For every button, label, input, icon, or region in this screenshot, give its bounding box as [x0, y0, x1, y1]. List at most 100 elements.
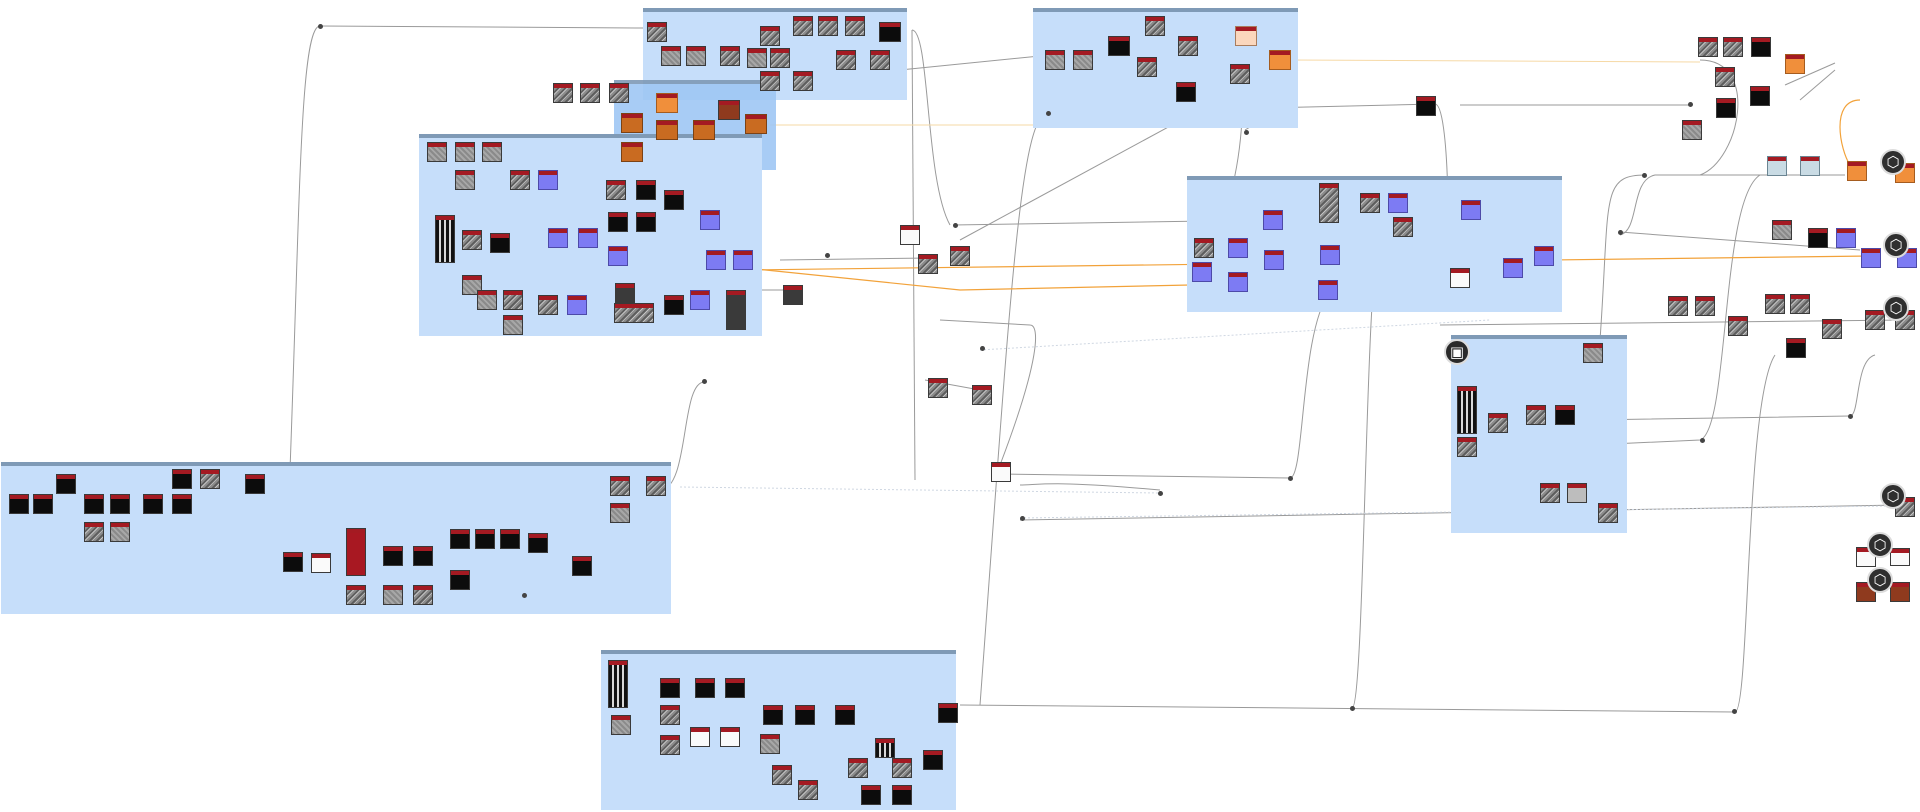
graph-node[interactable] [608, 246, 628, 266]
graph-node[interactable] [870, 50, 890, 70]
graph-node[interactable] [793, 16, 813, 36]
graph-node[interactable] [572, 556, 592, 576]
graph-node[interactable] [1235, 26, 1257, 46]
graph-node[interactable] [1861, 248, 1881, 268]
graph-node[interactable] [1716, 98, 1736, 118]
graph-node[interactable] [538, 170, 558, 190]
graph-node[interactable] [611, 715, 631, 735]
graph-node[interactable] [1045, 50, 1065, 70]
graph-node[interactable] [1865, 310, 1885, 330]
graph-node[interactable] [1360, 193, 1380, 213]
graph-node[interactable] [455, 170, 475, 190]
graph-node[interactable] [1416, 96, 1436, 116]
graph-node[interactable] [1318, 280, 1338, 300]
graph-node[interactable] [745, 114, 767, 134]
graph-node[interactable] [1567, 483, 1587, 503]
graph-node[interactable] [763, 705, 783, 725]
graph-node[interactable] [1723, 37, 1743, 57]
reroute-dot[interactable] [1288, 476, 1293, 481]
cube-icon[interactable]: ⬡ [1883, 232, 1909, 258]
graph-node[interactable] [500, 529, 520, 549]
reroute-dot[interactable] [1618, 230, 1623, 235]
graph-node[interactable] [1137, 57, 1157, 77]
graph-node[interactable] [1264, 250, 1284, 270]
graph-node[interactable] [614, 303, 654, 323]
graph-node[interactable] [1767, 156, 1787, 176]
graph-node[interactable] [1320, 245, 1340, 265]
graph-node[interactable] [567, 295, 587, 315]
graph-node[interactable] [110, 494, 130, 514]
graph-node[interactable] [1540, 483, 1560, 503]
graph-node[interactable] [455, 142, 475, 162]
graph-node[interactable] [875, 738, 895, 758]
cube-icon[interactable]: ⬡ [1880, 149, 1906, 175]
graph-node[interactable] [772, 765, 792, 785]
graph-node[interactable] [1450, 268, 1470, 288]
graph-node[interactable] [477, 290, 497, 310]
graph-node[interactable] [553, 83, 573, 103]
graph-node[interactable] [647, 22, 667, 42]
graph-node[interactable] [793, 71, 813, 91]
graph-node[interactable] [621, 142, 643, 162]
reroute-dot[interactable] [1848, 414, 1853, 419]
graph-node[interactable] [1503, 258, 1523, 278]
graph-node[interactable] [56, 474, 76, 494]
graph-node[interactable] [835, 705, 855, 725]
graph-node[interactable] [636, 212, 656, 232]
graph-node[interactable] [760, 26, 780, 46]
graph-node[interactable] [879, 22, 901, 42]
reroute-dot[interactable] [825, 253, 830, 258]
graph-node[interactable] [733, 250, 753, 270]
graph-node[interactable] [770, 48, 790, 68]
graph-node[interactable] [690, 290, 710, 310]
graph-node[interactable] [413, 585, 433, 605]
graph-node[interactable] [660, 678, 680, 698]
graph-node[interactable] [747, 48, 767, 68]
graph-node[interactable] [608, 660, 628, 708]
graph-node[interactable] [1808, 228, 1828, 248]
graph-node[interactable] [1715, 67, 1735, 87]
graph-node[interactable] [172, 469, 192, 489]
graph-node[interactable] [1836, 228, 1856, 248]
graph-node[interactable] [892, 758, 912, 778]
graph-node[interactable] [1728, 316, 1748, 336]
graph-node[interactable] [725, 678, 745, 698]
graph-node[interactable] [346, 585, 366, 605]
graph-node[interactable] [760, 71, 780, 91]
reroute-dot[interactable] [1350, 706, 1355, 711]
graph-node[interactable] [1786, 338, 1806, 358]
graph-node[interactable] [1230, 64, 1250, 84]
graph-node[interactable] [608, 212, 628, 232]
reroute-dot[interactable] [1642, 173, 1647, 178]
graph-node[interactable] [1890, 582, 1910, 602]
graph-node[interactable] [311, 553, 331, 573]
graph-node[interactable] [110, 522, 130, 542]
graph-node[interactable] [923, 750, 943, 770]
graph-node[interactable] [172, 494, 192, 514]
graph-node[interactable] [690, 727, 710, 747]
graph-node[interactable] [1555, 405, 1575, 425]
graph-node[interactable] [972, 385, 992, 405]
graph-node[interactable] [1526, 405, 1546, 425]
graph-node[interactable] [578, 228, 598, 248]
graph-node[interactable] [283, 552, 303, 572]
graph-node[interactable] [200, 469, 220, 489]
graph-node[interactable] [818, 16, 838, 36]
graph-node[interactable] [795, 705, 815, 725]
graph-node[interactable] [1800, 156, 1820, 176]
graph-node[interactable] [693, 120, 715, 140]
graph-node[interactable] [1488, 413, 1508, 433]
graph-node[interactable] [528, 533, 548, 553]
graph-node[interactable] [636, 180, 656, 200]
graph-node[interactable] [1698, 37, 1718, 57]
graph-node[interactable] [383, 585, 403, 605]
graph-node[interactable] [84, 494, 104, 514]
graph-node[interactable] [615, 283, 635, 303]
graph-node[interactable] [1598, 503, 1618, 523]
graph-node[interactable] [1108, 36, 1130, 56]
graph-node[interactable] [660, 705, 680, 725]
reroute-dot[interactable] [953, 223, 958, 228]
graph-node[interactable] [861, 785, 881, 805]
graph-node[interactable] [720, 46, 740, 66]
